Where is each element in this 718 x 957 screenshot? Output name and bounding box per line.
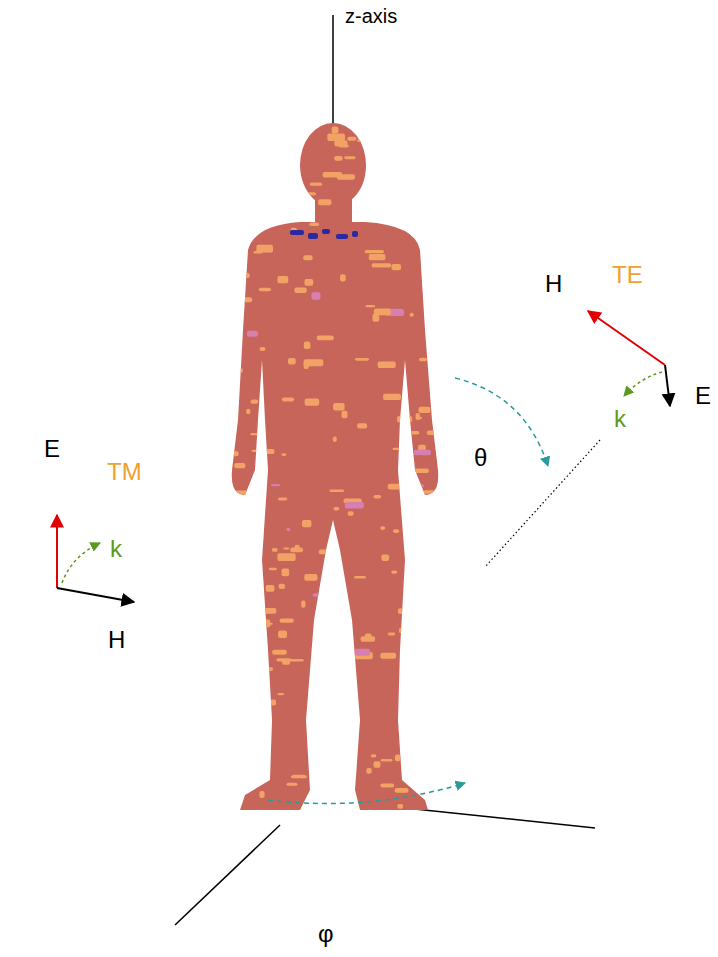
- polarization-label: TE: [612, 263, 643, 287]
- angle-label: φ: [318, 922, 334, 946]
- wave-vector-label: k: [110, 537, 122, 561]
- ground-axis: [405, 808, 595, 828]
- z-axis-line: [332, 15, 334, 124]
- e-field-arrow: [56, 515, 58, 588]
- field-label: H: [108, 628, 125, 652]
- k-vector-arrow: [624, 372, 662, 396]
- polarization-label: TM: [107, 460, 142, 484]
- h-field-arrow: [57, 588, 134, 602]
- e-field-arrow: [665, 365, 670, 406]
- field-label: H: [545, 272, 562, 296]
- field-label: E: [695, 384, 711, 408]
- angle-label: θ: [474, 446, 487, 470]
- h-field-arrow: [588, 311, 665, 365]
- field-label: E: [44, 437, 60, 461]
- theta-arc: [455, 378, 548, 466]
- ground-axis: [175, 825, 280, 925]
- phi-arc: [268, 783, 465, 804]
- k-vector-arrow: [62, 543, 100, 583]
- human-phantom: [220, 115, 460, 815]
- wave-vector-label: k: [614, 407, 626, 431]
- axis-label: z-axis: [345, 6, 397, 26]
- incidence-line: [485, 440, 600, 567]
